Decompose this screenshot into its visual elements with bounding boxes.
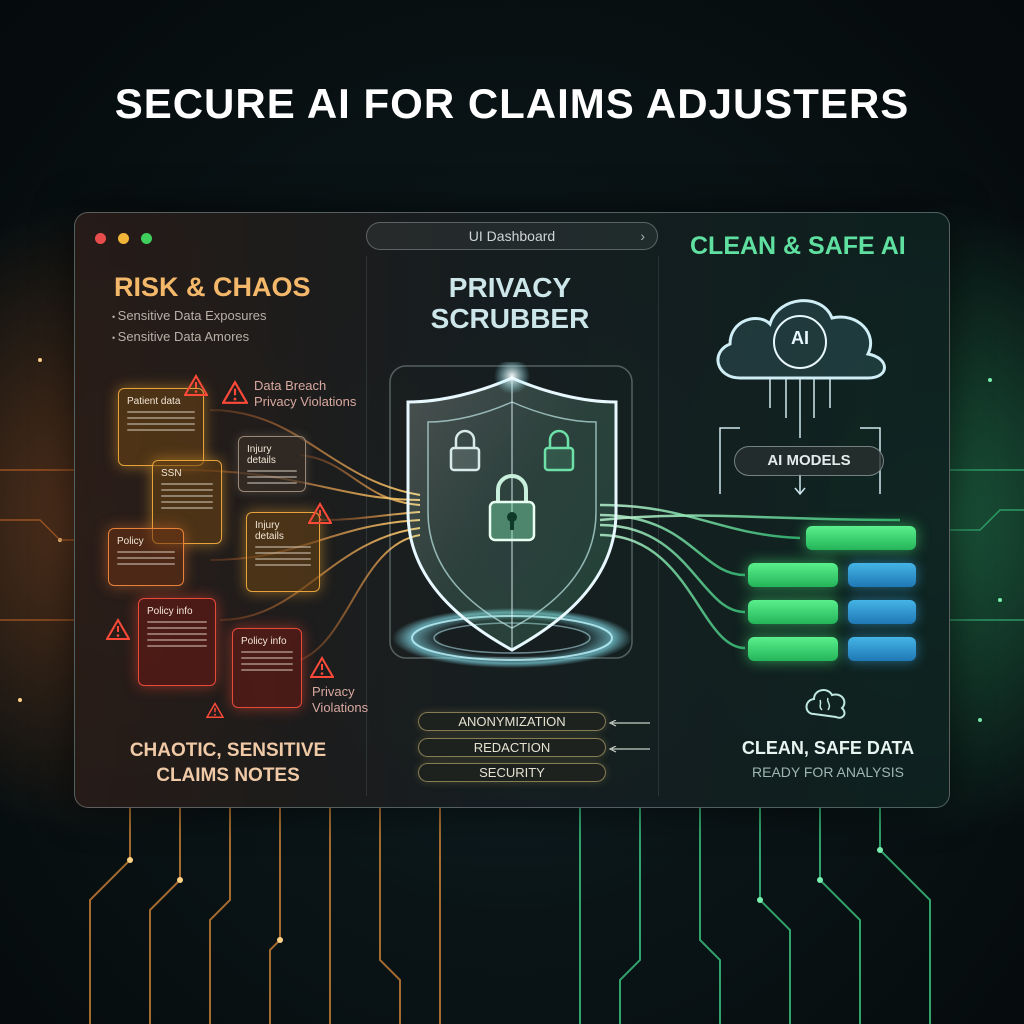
note-title: Policy info	[241, 636, 287, 647]
clean-caption-title: CLEAN, SAFE DATA	[741, 738, 915, 758]
address-text: UI Dashboard	[468, 228, 556, 244]
note-card[interactable]: Policy info	[138, 598, 216, 686]
lock-icon	[543, 429, 575, 472]
note-title: Injury details	[255, 520, 284, 542]
shield-icon	[389, 362, 633, 668]
warning-triangle-icon	[184, 374, 208, 396]
cloud-icon	[716, 299, 886, 496]
clean-data-bar	[848, 563, 916, 587]
note-title: SSN	[161, 468, 182, 479]
ai-models-pill: AI MODELS	[734, 446, 884, 476]
note-title: Patient data	[127, 396, 181, 407]
address-bar[interactable]: UI Dashboard ›	[366, 222, 658, 250]
feature-pill-security: SECURITY	[418, 763, 606, 782]
note-title: Policy info	[147, 606, 193, 617]
main-title: SECURE AI FOR CLAIMS ADJUSTERS	[114, 80, 910, 127]
warning-triangle-icon	[310, 656, 334, 678]
window-minimize-button[interactable]	[118, 233, 129, 244]
note-card[interactable]: Patient data	[118, 388, 204, 466]
clean-data-bar	[748, 563, 838, 587]
clean-data-bar	[748, 637, 838, 661]
arrow-left-icon	[608, 746, 650, 753]
risk-bullet-list: Sensitive Data Exposures Sensitive Data …	[112, 306, 267, 348]
column-divider	[366, 256, 367, 796]
note-card[interactable]: Policy	[108, 528, 184, 586]
cloud-ai-label: AI	[791, 328, 809, 348]
clean-data-bar	[748, 600, 838, 624]
lock-icon	[488, 474, 536, 542]
note-title: Policy	[117, 536, 144, 547]
note-card[interactable]: Injury details	[246, 512, 320, 592]
clean-caption-subtitle: READY FOR ANALYSIS	[752, 764, 904, 780]
feature-pill-anonymization: ANONYMIZATION	[418, 712, 606, 731]
warning-triangle-icon	[106, 618, 130, 640]
arrow-left-icon	[608, 720, 650, 727]
warning-triangle-icon	[206, 702, 224, 718]
brain-icon	[805, 689, 846, 719]
clean-heading: CLEAN & SAFE AI	[690, 232, 906, 260]
risk-bullet: Sensitive Data Amores	[112, 327, 267, 348]
clean-data-bar	[806, 526, 916, 550]
risk-heading: RISK & CHAOS	[114, 272, 311, 302]
window-maximize-button[interactable]	[141, 233, 152, 244]
warning-triangle-icon	[308, 502, 332, 524]
window-close-button[interactable]	[95, 233, 106, 244]
warning-triangle-icon	[222, 380, 248, 404]
note-title: Injury details	[247, 444, 276, 466]
feature-pill-redaction: REDACTION	[418, 738, 606, 757]
note-card[interactable]: Policy info	[232, 628, 302, 708]
clean-data-bar	[848, 600, 916, 624]
scrubber-heading: PRIVACY SCRUBBER	[430, 272, 590, 334]
risk-bullet: Sensitive Data Exposures	[112, 306, 267, 327]
risk-caption: CHAOTIC, SENSITIVE CLAIMS NOTES	[129, 740, 327, 786]
lock-icon	[449, 429, 481, 472]
clean-data-bar	[848, 637, 916, 661]
chevron-right-icon[interactable]: ›	[640, 228, 645, 244]
note-card[interactable]: Injury details	[238, 436, 306, 492]
